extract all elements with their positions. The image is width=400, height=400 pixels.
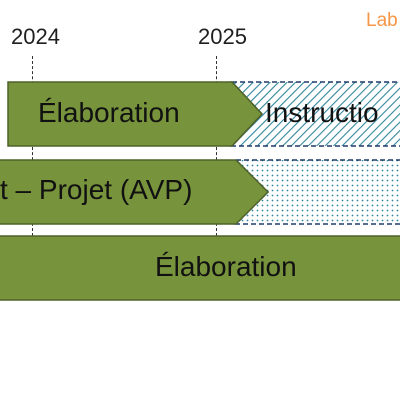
- avp-phase-arrow: [0, 159, 270, 225]
- row-1-phase-b-label: Instructio: [265, 97, 379, 128]
- row-2-phase-a-label: t – Projet (AVP): [0, 174, 193, 205]
- row-3-lane: [0, 235, 400, 301]
- elaboration-full-bar: [0, 235, 400, 301]
- year-label-2024: 2024: [11, 24, 60, 49]
- row-1-lane: [7, 81, 400, 147]
- corner-badge-label: Lab: [366, 10, 398, 31]
- row-2-lane: [0, 159, 400, 225]
- row-1-phase-a-label: Élaboration: [38, 97, 180, 128]
- year-label-2025: 2025: [198, 24, 247, 49]
- elaboration-phase-arrow: [7, 81, 264, 147]
- instruction-phase-bar: [230, 81, 400, 147]
- row-3-phase-a-label: Élaboration: [155, 251, 297, 282]
